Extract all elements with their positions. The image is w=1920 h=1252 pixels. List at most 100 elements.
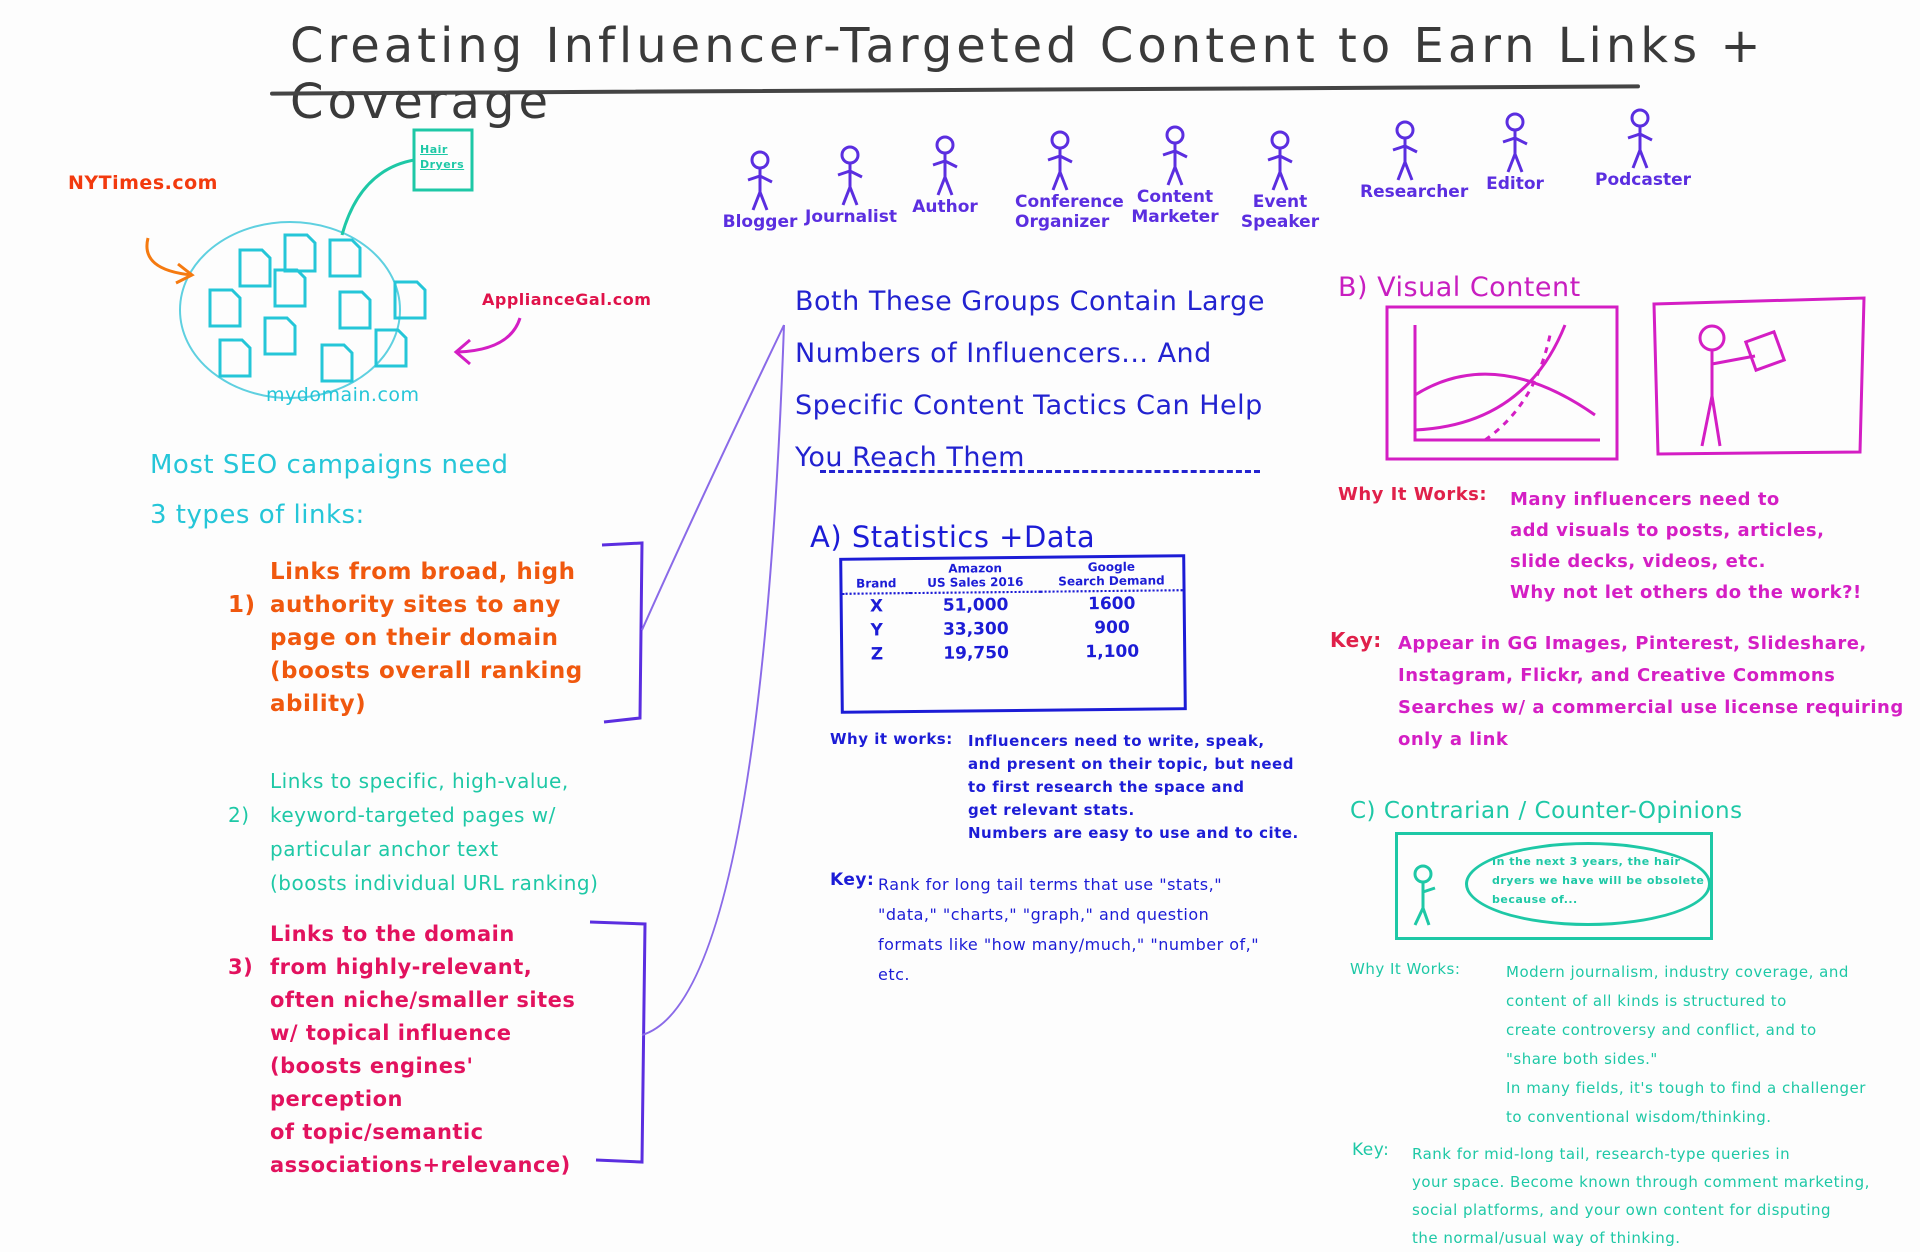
influencer-content-marketer: Content Marketer xyxy=(1130,125,1220,227)
section-b-heading: B) Visual Content xyxy=(1338,272,1581,303)
section-c-why-text: Modern journalism, industry coverage, an… xyxy=(1506,963,1866,1126)
influencer-label: Blogger xyxy=(722,212,798,232)
section-c-key-label: Key: xyxy=(1352,1140,1390,1160)
influencer-label: Researcher xyxy=(1360,182,1469,202)
link-type-1-text: Links from broad, high authority sites t… xyxy=(270,559,583,717)
section-c-heading: C) Contrarian / Counter-Opinions xyxy=(1350,798,1743,824)
influencer-label: Podcaster xyxy=(1595,170,1692,190)
influencer-blogger: Blogger xyxy=(715,150,805,232)
table-cell: 33,300 xyxy=(942,619,1009,640)
dashed-divider xyxy=(820,470,1260,473)
col-amazon-sales: Amazon US Sales 2016 xyxy=(909,558,1041,594)
section-c-key-text: Rank for mid-long tail, research-type qu… xyxy=(1412,1145,1870,1247)
influencer-label: Event Speaker xyxy=(1240,192,1320,232)
influencer-event-speaker: Event Speaker xyxy=(1235,130,1325,232)
influencer-label: Content Marketer xyxy=(1131,187,1219,227)
link-type-2-text: Links to specific, high-value, keyword-t… xyxy=(270,769,599,895)
stick-figure-icon xyxy=(747,150,773,211)
connector-line xyxy=(641,324,785,1036)
col-brand: Brand xyxy=(842,560,911,594)
domain-circle xyxy=(179,221,401,399)
page-document-icon xyxy=(393,280,427,320)
page-document-icon xyxy=(238,248,272,288)
appliancegal-label: ApplianceGal.com xyxy=(482,290,652,309)
link-type-3-num: 3) xyxy=(228,955,254,979)
page-document-icon xyxy=(320,343,354,383)
table-cell: 1600 xyxy=(1087,593,1136,615)
stick-figure-icon xyxy=(1627,108,1653,169)
stick-figure-icon xyxy=(1162,125,1188,186)
influencer-author: Author xyxy=(900,135,990,217)
chart-sketch xyxy=(1385,305,1619,461)
contrarian-box xyxy=(1395,832,1713,940)
page-document-icon xyxy=(374,328,408,368)
bracket-bottom xyxy=(589,920,647,1164)
influencer-label: Editor xyxy=(1486,174,1544,194)
section-c-why-label: Why It Works: xyxy=(1350,960,1461,978)
table-cell: 19,750 xyxy=(943,643,1009,664)
stick-figure-icon xyxy=(837,145,863,206)
hairdryer-arrow xyxy=(340,158,415,236)
influencer-journalist: Journalist xyxy=(805,145,897,227)
brackets-connector xyxy=(589,324,785,1164)
stick-figure-icon xyxy=(1267,130,1293,191)
link-type-3: 3) Links to the domain from highly-relev… xyxy=(228,918,575,1177)
table-row: X 51,000 1600 xyxy=(843,590,1183,619)
section-b-why-text: Many influencers need to add visuals to … xyxy=(1510,489,1862,603)
influencer-podcaster: Podcaster xyxy=(1595,108,1691,190)
influencer-conference-organizer: Conference Organizer xyxy=(1015,130,1124,232)
link-type-3-text: Links to the domain from highly-relevant… xyxy=(270,922,576,1177)
influencer-label: Journalist xyxy=(805,207,897,227)
section-a-key-label: Key: xyxy=(830,870,875,890)
image-sketch xyxy=(1652,296,1866,456)
table-cell: 51,000 xyxy=(942,595,1009,616)
page-document-icon xyxy=(208,288,242,328)
hair-dryers-doc-label: Hair Dryers xyxy=(420,143,465,171)
section-a-why-text: Influencers need to write, speak, and pr… xyxy=(968,732,1299,842)
section-b-why-label: Why It Works: xyxy=(1338,484,1488,505)
table-cell: 900 xyxy=(1094,617,1130,639)
speech-bubble xyxy=(1465,842,1711,926)
groups-statement: Both These Groups Contain Large Numbers … xyxy=(795,286,1265,473)
stick-figure-icon xyxy=(1392,120,1418,181)
influencer-label: Author xyxy=(912,197,978,217)
page-document-icon xyxy=(283,233,317,273)
speaker-figure xyxy=(1413,864,1436,926)
col-google-demand: Google Search Demand xyxy=(1040,557,1183,592)
section-b-key-text: Appear in GG Images, Pinterest, Slidesha… xyxy=(1398,633,1904,750)
stick-figure-icon xyxy=(932,135,958,196)
stats-table: Brand Amazon US Sales 2016 Google Search… xyxy=(842,557,1183,667)
nytimes-arrow xyxy=(145,237,193,277)
table-cell: Z xyxy=(870,644,884,665)
intro-text: Most SEO campaigns need 3 types of links… xyxy=(150,450,509,530)
table-row: Z 19,750 1,100 xyxy=(843,639,1183,667)
link-type-1: 1) Links from broad, high authority site… xyxy=(228,556,582,717)
link-type-1-num: 1) xyxy=(228,592,256,618)
nytimes-label: NYTimes.com xyxy=(68,172,218,194)
page-document-icon xyxy=(218,338,252,378)
stats-table-header: Brand Amazon US Sales 2016 Google Search… xyxy=(842,557,1183,594)
table-cell: 1,100 xyxy=(1085,641,1140,663)
hair-dryers-document xyxy=(412,128,474,192)
page-document-icon xyxy=(273,268,307,308)
section-a-key-text: Rank for long tail terms that use "stats… xyxy=(878,875,1260,984)
domain-diagram xyxy=(145,128,522,399)
section-b-key-label: Key: xyxy=(1330,628,1382,652)
page-document-icon xyxy=(338,290,372,330)
section-a-why-label: Why it works: xyxy=(830,730,953,748)
table-cell: Y xyxy=(870,620,884,641)
influencer-label: Conference Organizer xyxy=(1015,192,1124,232)
stats-table-box: Brand Amazon US Sales 2016 Google Search… xyxy=(839,554,1187,714)
influencer-editor: Editor xyxy=(1470,112,1560,194)
stick-figure-icon xyxy=(1047,130,1073,191)
domain-label: mydomain.com xyxy=(266,384,420,406)
stick-figure-icon xyxy=(1502,112,1528,173)
table-row: Y 33,300 900 xyxy=(843,615,1183,643)
section-a-heading: A) Statistics +Data xyxy=(810,520,1096,554)
bracket-top xyxy=(601,541,644,724)
link-type-2-num: 2) xyxy=(228,803,250,827)
table-cell: X xyxy=(869,596,884,617)
page-document-icon xyxy=(263,316,297,356)
link-type-2: 2) Links to specific, high-value, keywor… xyxy=(228,764,598,895)
appliancegal-arrow xyxy=(457,317,522,354)
